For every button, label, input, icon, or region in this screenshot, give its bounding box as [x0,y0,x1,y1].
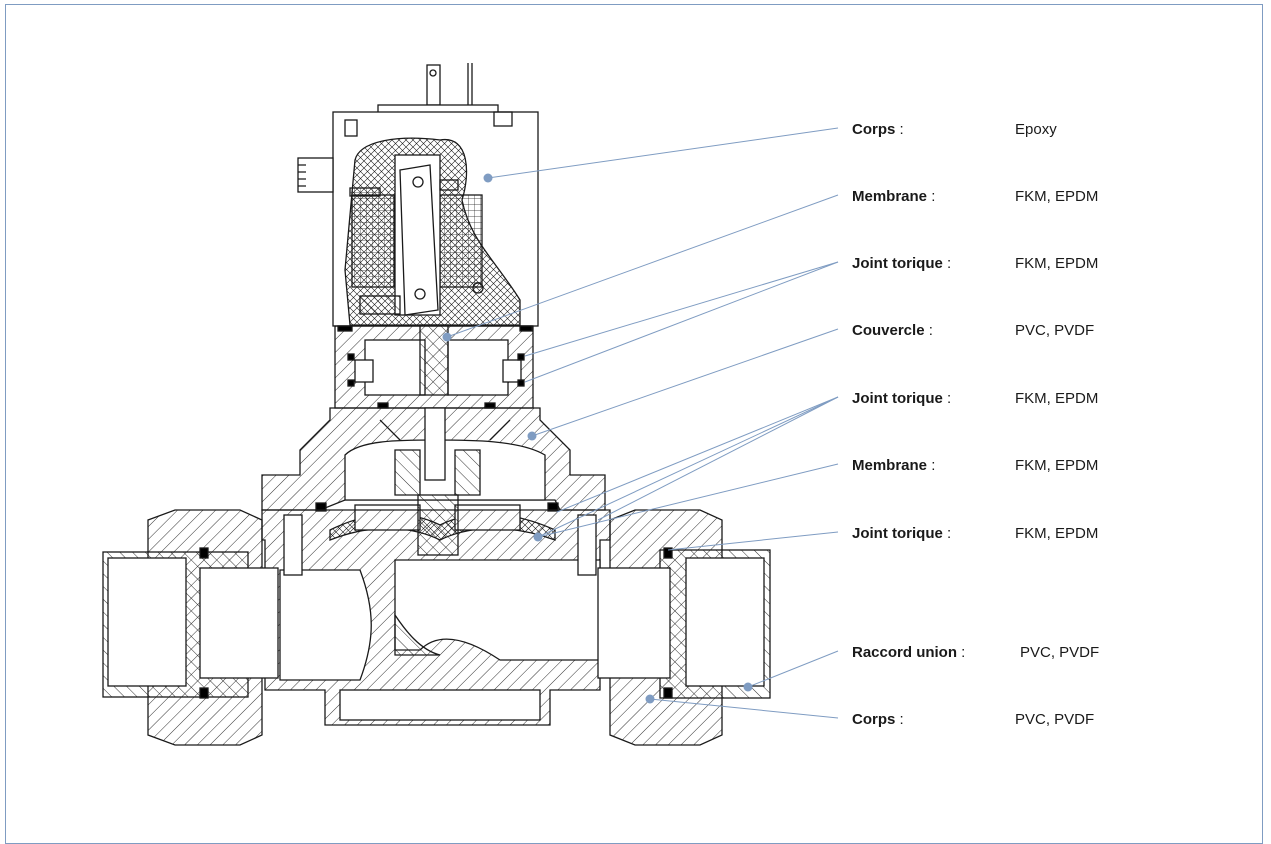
leader-lines [442,127,839,719]
leader-membrane-top [446,194,839,338]
leader-joint-mid-a [556,396,839,513]
callout-material-value: PVC, PVDF [1015,322,1095,339]
leader-joint-bottom [667,531,839,551]
main-cover [261,407,606,511]
leader-membrane-mid [537,463,839,538]
right-union-coupling [597,509,771,746]
leader-dot [527,431,537,441]
callout-part-label: Raccord union : [852,644,966,661]
pilot-cover-section [334,324,534,409]
callout-part-label: Membrane : [852,457,936,474]
callout-material-value: PVC, PVDF [1015,711,1095,728]
leader-dot [442,332,452,342]
leader-joint-mid-b [537,396,839,538]
callout-part-label: Membrane : [852,188,936,205]
callout-material-value: FKM, EPDM [1015,188,1099,205]
callout-material-value: FKM, EPDM [1015,255,1099,272]
leader-dot [483,173,493,183]
callout-part-label: Corps : [852,121,904,138]
leader-corps-pvc [649,698,839,719]
solenoid-coil-housing [297,63,539,327]
left-union-coupling [102,509,279,746]
callout-part-label: Corps : [852,711,904,728]
callout-part-label: Couvercle : [852,322,933,339]
callout-part-label: Joint torique : [852,525,952,542]
callout-material-value: FKM, EPDM [1015,390,1099,407]
leader-dot [645,694,655,704]
leader-couvercle [531,328,839,437]
callout-material-value: FKM, EPDM [1015,457,1099,474]
leader-joint-top-b [524,261,839,383]
leader-corps-epoxy [487,127,839,179]
leader-dot [743,682,753,692]
callout-part-label: Joint torique : [852,390,952,407]
callout-part-label: Joint torique : [852,255,952,272]
leader-dot [533,532,543,542]
leader-joint-top-a [524,261,839,357]
leader-raccord-union [747,650,839,688]
valve-body [261,509,611,726]
callout-material-value: PVC, PVDF [1020,644,1100,661]
leader-joint-mid-c [597,396,839,521]
callout-material-value: FKM, EPDM [1015,525,1099,542]
callout-material-value: Epoxy [1015,121,1057,138]
